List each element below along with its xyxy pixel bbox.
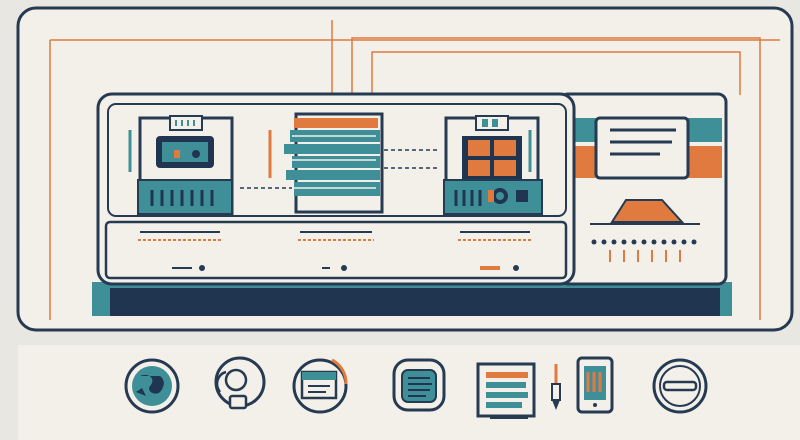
wires bbox=[49, 20, 780, 320]
headset-icon bbox=[214, 356, 266, 410]
globe-icon bbox=[124, 358, 180, 414]
right-module bbox=[443, 115, 543, 216]
browser-window-icon bbox=[292, 358, 348, 414]
side-console bbox=[558, 92, 728, 286]
minus-button-icon[interactable] bbox=[652, 358, 708, 414]
pen-icon bbox=[551, 364, 561, 410]
machine-base bbox=[110, 288, 720, 316]
left-module bbox=[128, 115, 234, 216]
document-stack-icon bbox=[392, 358, 446, 412]
report-icon bbox=[476, 362, 536, 419]
tablet-icon bbox=[576, 356, 614, 414]
middle-module bbox=[284, 112, 384, 214]
